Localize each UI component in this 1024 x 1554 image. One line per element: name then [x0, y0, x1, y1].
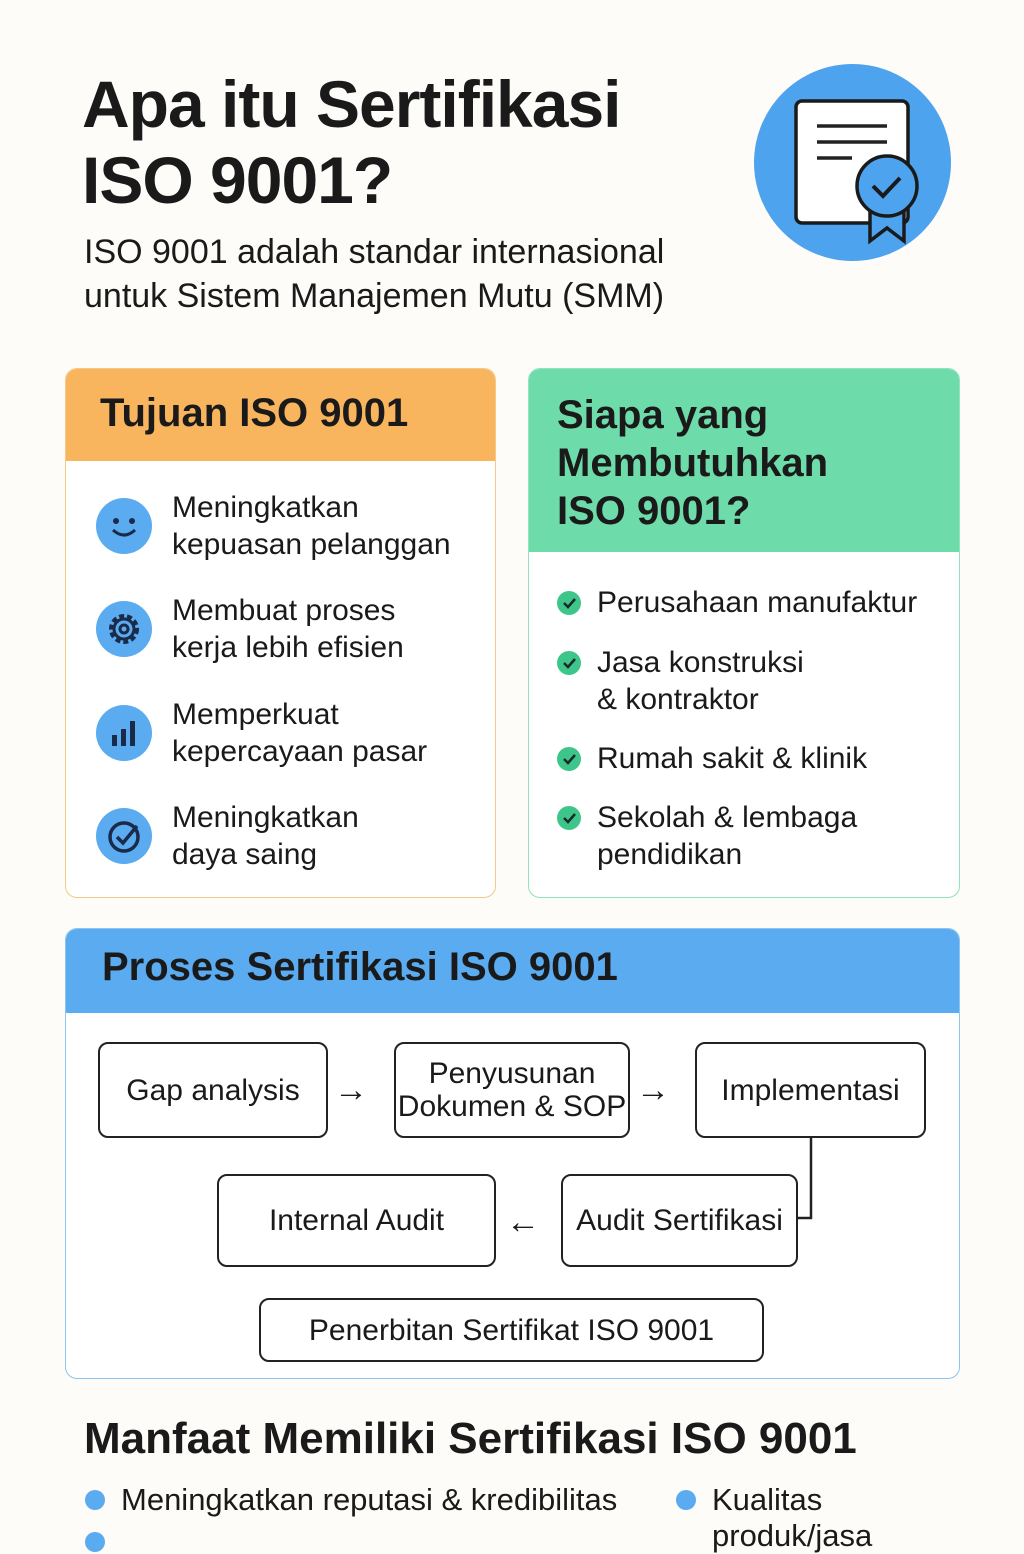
siapa-title: Siapa yang Membutuhkan ISO 9001? — [529, 369, 959, 552]
connector-line — [798, 1136, 813, 1220]
goal-text: kepuasan pelanggan — [172, 528, 451, 561]
goal-text: Meningkatkan — [172, 801, 359, 834]
subtitle: ISO 9001 adalah standar internasional un… — [84, 230, 664, 318]
who-item: Sekolah & lembaga pendidikan — [557, 799, 857, 873]
subtitle-line: ISO 9001 adalah standar internasional — [84, 233, 665, 271]
goal-text: daya saing — [172, 838, 318, 871]
goal-text: Memperkuat — [172, 698, 339, 731]
check-icon — [557, 806, 581, 830]
step-audit-sertifikasi: Audit Sertifikasi — [561, 1174, 798, 1267]
gear-icon — [96, 601, 152, 657]
proses-card: Proses Sertifikasi ISO 9001 Gap analysis… — [65, 928, 960, 1379]
benefit-text: Kualitas — [712, 1482, 823, 1517]
check-icon — [557, 651, 581, 675]
step-implementasi: Implementasi — [695, 1042, 926, 1138]
bullet-icon — [676, 1490, 696, 1510]
arrow-right-icon: → — [334, 1071, 368, 1109]
goal-item: Meningkatkan kepuasan pelanggan — [96, 489, 451, 563]
title-line: Apa itu Sertifikasi — [82, 67, 621, 141]
siapa-card: Siapa yang Membutuhkan ISO 9001? Perusah… — [528, 368, 960, 898]
goal-text: Membuat proses — [172, 594, 396, 627]
subtitle-line: untuk Sistem Manajemen Mutu (SMM) — [84, 277, 665, 315]
benefit-item — [85, 1524, 105, 1552]
bar-chart-icon — [96, 705, 152, 761]
tujuan-title: Tujuan ISO 9001 — [66, 369, 495, 461]
benefit-text: produk/jasa — [712, 1518, 873, 1553]
who-item: Perusahaan manufaktur — [557, 584, 917, 621]
who-text: Jasa konstruksi — [597, 646, 804, 679]
step-text: Dokumen & SOP — [397, 1090, 627, 1123]
goal-item: Memperkuat kepercayaan pasar — [96, 696, 427, 770]
goal-item: Membuat proses kerja lebih efisien — [96, 592, 404, 666]
arrow-right-icon: → — [636, 1071, 670, 1109]
benefit-text: Meningkatkan reputasi & kredibilitas — [121, 1482, 618, 1517]
manfaat-title: Manfaat Memiliki Sertifikasi ISO 9001 — [84, 1414, 857, 1463]
step-text: Penyusunan — [428, 1057, 596, 1090]
goal-item: Meningkatkan daya saing — [96, 799, 359, 873]
step-internal-audit: Internal Audit — [217, 1174, 496, 1267]
check-icon — [557, 591, 581, 615]
proses-title: Proses Sertifikasi ISO 9001 — [66, 929, 959, 1013]
step-penerbitan-sertifikat: Penerbitan Sertifikat ISO 9001 — [259, 1298, 764, 1362]
goal-text: kepercayaan pasar — [172, 735, 428, 768]
goal-text: Meningkatkan — [172, 491, 359, 524]
title-line: Siapa yang — [557, 393, 769, 437]
certificate-icon — [754, 64, 951, 261]
title-line: ISO 9001? — [557, 489, 751, 533]
step-gap-analysis: Gap analysis — [98, 1042, 328, 1138]
who-text: Perusahaan manufaktur — [597, 586, 918, 619]
tujuan-card: Tujuan ISO 9001 Meningkatkan kepuasan pel… — [65, 368, 496, 898]
check-circle-icon — [96, 808, 152, 864]
bullet-icon — [85, 1532, 105, 1552]
who-item: Jasa konstruksi & kontraktor — [557, 644, 804, 718]
who-text: Sekolah & lembaga — [597, 801, 858, 834]
arrow-left-icon: ← — [506, 1203, 540, 1241]
who-text: & kontraktor — [597, 683, 759, 716]
who-text: Rumah sakit & klinik — [597, 742, 868, 775]
who-text: pendidikan — [597, 838, 743, 871]
benefit-item: Meningkatkan reputasi & kredibilitas — [85, 1482, 617, 1518]
goal-text: kerja lebih efisien — [172, 631, 404, 664]
smile-icon — [96, 498, 152, 554]
page-title: Apa itu Sertifikasi ISO 9001? — [82, 66, 621, 218]
bullet-icon — [85, 1490, 105, 1510]
title-line: ISO 9001? — [82, 143, 393, 217]
who-item: Rumah sakit & klinik — [557, 740, 867, 777]
check-icon — [557, 747, 581, 771]
title-line: Membutuhkan — [557, 441, 829, 485]
